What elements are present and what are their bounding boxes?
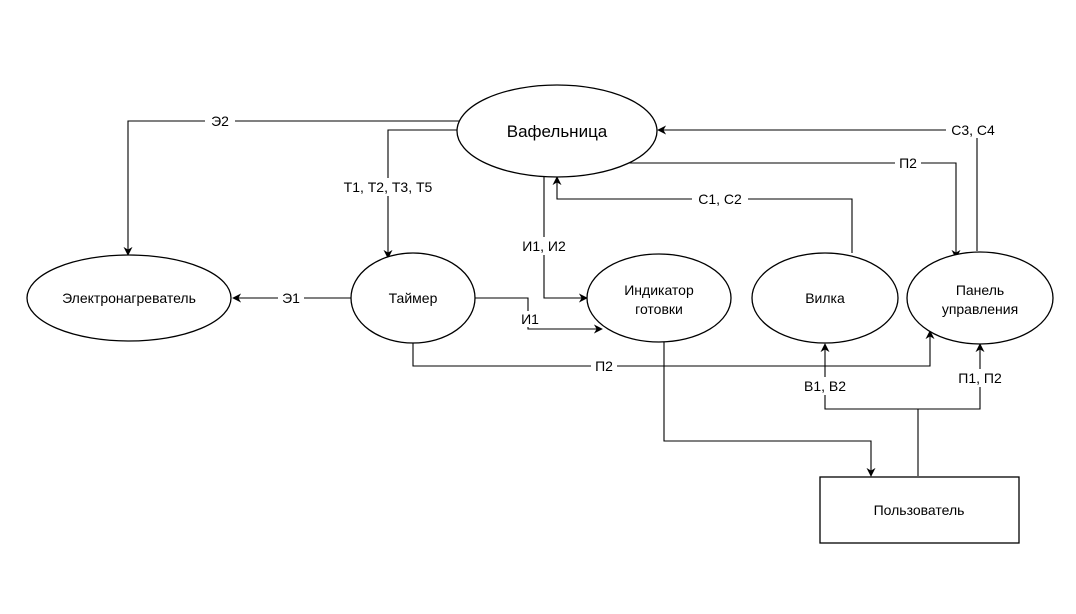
edge-user-to-plug	[820, 343, 918, 410]
edge-waffle-to-heater	[123, 120, 462, 256]
node-heater-label: Электронагреватель	[62, 290, 196, 306]
node-heater: Электронагреватель	[26, 254, 232, 342]
node-control-panel-label-1: Панель	[956, 282, 1004, 298]
node-plug: Вилка	[751, 252, 899, 344]
edge-waffle-to-timer	[383, 129, 466, 259]
edge-label-c1-c2: С1, С2	[698, 191, 742, 207]
node-timer: Таймер	[350, 252, 476, 344]
edge-waffle-to-indicator	[543, 176, 588, 303]
node-indicator-label-1: Индикатор	[624, 282, 694, 298]
edge-label-i1: И1	[521, 311, 539, 327]
edge-indicator-to-user	[663, 341, 876, 477]
node-timer-label: Таймер	[389, 290, 438, 306]
node-control-panel: Панель управления	[906, 251, 1054, 345]
node-plug-label: Вилка	[805, 290, 845, 306]
edge-label-t-all: Т1, Т2, Т3, Т5	[344, 179, 433, 195]
node-waffle-maker-label: Вафельница	[507, 122, 608, 141]
edge-label-p1-p2: П1, П2	[958, 370, 1002, 386]
edge-label-c3-c4: С3, С4	[951, 122, 995, 138]
edge-label-e1: Э1	[282, 290, 300, 306]
node-indicator-label-2: готовки	[635, 301, 683, 317]
node-control-panel-label-2: управления	[942, 301, 1018, 317]
node-user-label: Пользователь	[874, 502, 965, 518]
edge-label-p2-bottom: П2	[595, 358, 613, 374]
node-indicator: Индикатор готовки	[586, 253, 732, 343]
edge-label-e2: Э2	[211, 113, 229, 129]
edge-user-to-panel	[918, 343, 985, 410]
edge-label-p2-top: П2	[899, 155, 917, 171]
edge-waffle-to-panel	[603, 162, 961, 259]
edge-label-i1-i2: И1, И2	[522, 238, 566, 254]
edge-timer-to-panel	[412, 330, 935, 367]
node-user: Пользователь	[819, 476, 1020, 544]
node-waffle-maker: Вафельница	[456, 84, 658, 178]
edge-plug-to-waffle	[552, 176, 853, 253]
edge-label-v1-v2: В1, В2	[804, 378, 846, 394]
